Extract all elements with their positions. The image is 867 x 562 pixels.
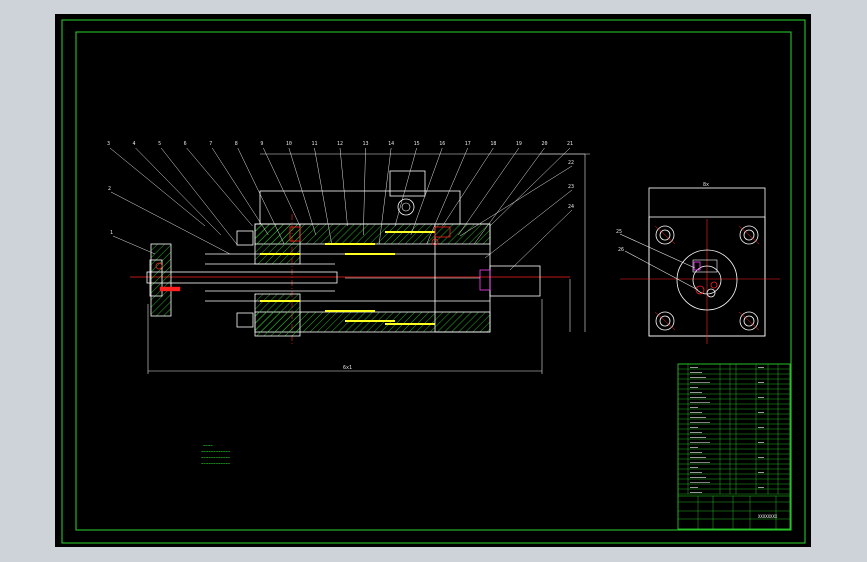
outer-frame [61, 19, 806, 544]
tech-note-0: ~~~~ [203, 443, 213, 448]
left-nut [149, 259, 163, 297]
part-label-3: 3 [107, 141, 110, 147]
title-block-name: XXXXXXXX [758, 514, 778, 519]
part-label-15: 15 [414, 141, 420, 147]
part-label-14: 14 [388, 141, 394, 147]
side-label-26: 26 [618, 247, 624, 253]
part-label-23: 23 [568, 184, 574, 190]
bolt-left-top [236, 230, 254, 246]
part-label-24: 24 [568, 204, 574, 210]
valve-port [397, 198, 415, 216]
part-label-1: 1 [110, 230, 113, 236]
part-label-2: 2 [108, 186, 111, 192]
part-label-11: 11 [311, 141, 317, 147]
inner-frame [75, 31, 792, 531]
valve-body [259, 190, 461, 225]
technical-notes: ~~~~ ~~~~~~~~~~~~ ~~~~~~~~~~~~ ~~~~~~~~~… [201, 443, 230, 466]
right-cap [489, 265, 541, 297]
title-block: XXXXXXXX [677, 363, 791, 530]
bolt-left-bottom [236, 312, 254, 328]
sensor-element [479, 269, 491, 291]
part-label-21: 21 [567, 141, 573, 147]
part-label-8: 8 [235, 141, 238, 147]
part-label-7: 7 [209, 141, 212, 147]
tech-note-1: ~~~~~~~~~~~~ [201, 449, 230, 454]
seals [260, 231, 435, 325]
part-label-6: 6 [184, 141, 187, 147]
part-label-4: 4 [133, 141, 136, 147]
tech-note-3: ~~~~~~~~~~~~ [201, 461, 230, 466]
overall-dimension: 6x1 [343, 365, 352, 371]
part-label-20: 20 [541, 141, 547, 147]
part-label-9: 9 [260, 141, 263, 147]
valve-top-block [389, 170, 426, 197]
side-label-25: 25 [616, 229, 622, 235]
part-label-5: 5 [158, 141, 161, 147]
section-view: 6x1 [130, 153, 590, 374]
rod-end [159, 286, 181, 292]
part-label-18: 18 [490, 141, 496, 147]
corner-bolts [655, 225, 759, 331]
tech-note-2: ~~~~~~~~~~~~ [201, 455, 230, 460]
piston-rod [146, 271, 338, 284]
center-flange [676, 249, 738, 311]
parts-list-frame [677, 363, 791, 530]
part-label-10: 10 [286, 141, 292, 147]
part-label-19: 19 [516, 141, 522, 147]
part-label-16: 16 [439, 141, 445, 147]
svg-text:8x: 8x [703, 182, 709, 188]
part-label-12: 12 [337, 141, 343, 147]
side-view: 8x [616, 182, 780, 344]
part-label-22: 22 [568, 160, 574, 166]
left-end-cap [150, 243, 172, 317]
part-label-17: 17 [465, 141, 471, 147]
part-label-13: 13 [363, 141, 369, 147]
